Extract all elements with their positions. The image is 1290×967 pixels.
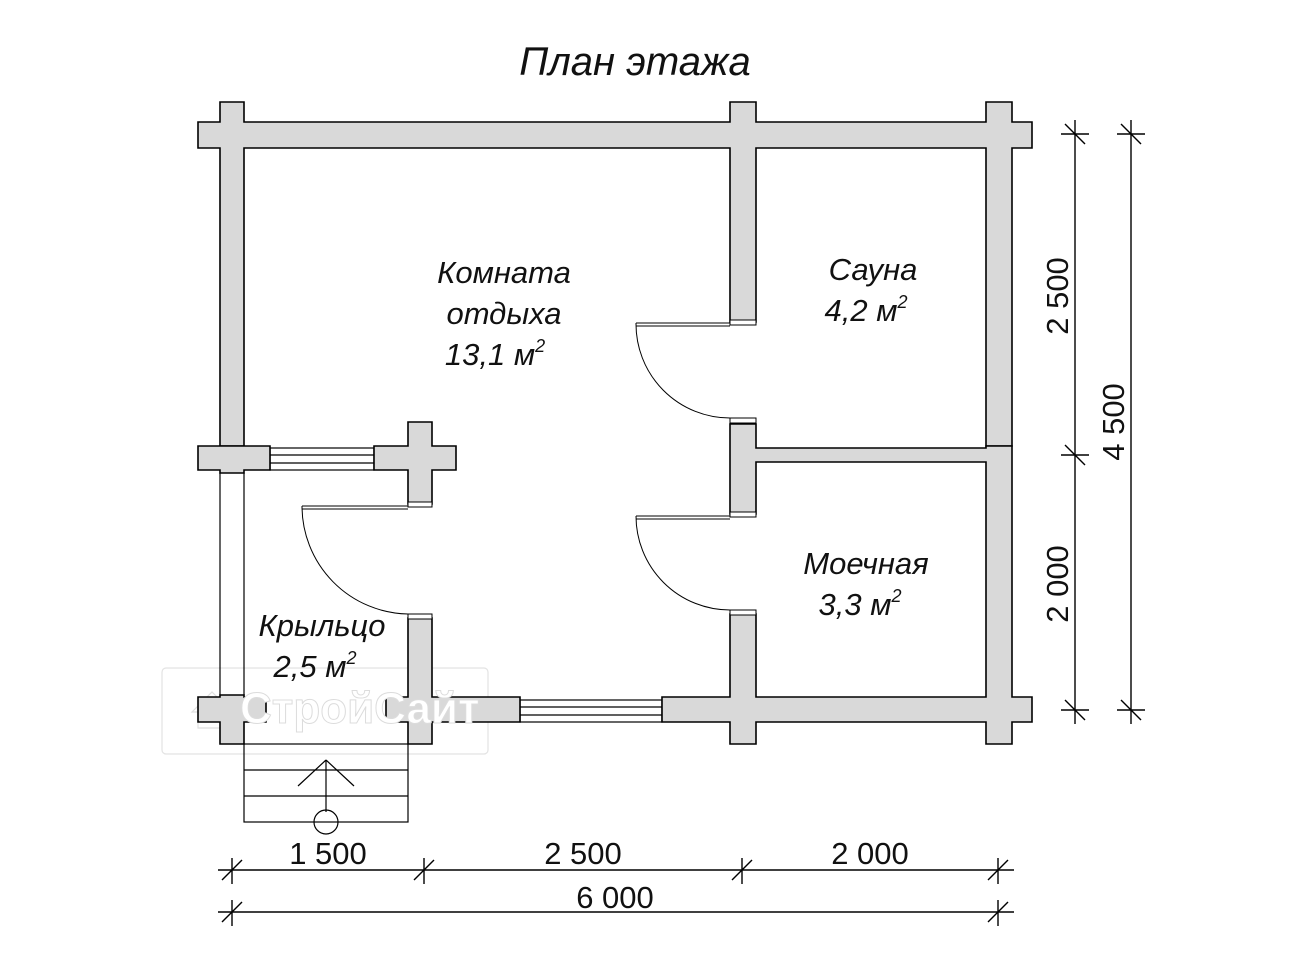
room-label-washroom: Моечная 3,3 м2 bbox=[803, 546, 928, 622]
walls bbox=[197, 101, 1033, 745]
rest-room-name-1: Комната bbox=[437, 255, 571, 290]
room-label-porch: Крыльцо 2,5 м2 bbox=[258, 608, 385, 684]
rest-room-area-sup: 2 bbox=[534, 336, 545, 356]
bottom-dimensions: 1 500 2 500 2 000 6 000 bbox=[218, 836, 1014, 926]
door-porch bbox=[301, 501, 433, 620]
plan-title: План этажа bbox=[519, 40, 750, 84]
right-dimensions: 2 500 2 000 4 500 bbox=[1040, 120, 1145, 724]
watermark-text: СтройСайт bbox=[240, 684, 480, 733]
entrance-marker bbox=[313, 809, 339, 835]
svg-text:2,5 м2: 2,5 м2 bbox=[273, 648, 357, 684]
porch-area: 2,5 м bbox=[273, 649, 347, 684]
washroom-name: Моечная bbox=[803, 546, 928, 581]
dim-bottom-3: 2 000 bbox=[831, 836, 909, 871]
svg-text:3,3 м2: 3,3 м2 bbox=[819, 586, 902, 622]
rest-room-name-2: отдыха bbox=[446, 296, 561, 331]
porch-column bbox=[373, 421, 457, 505]
dim-right-2: 2 000 bbox=[1040, 545, 1075, 623]
porch-name: Крыльцо bbox=[258, 608, 385, 643]
rest-room-area: 13,1 м bbox=[445, 337, 535, 372]
dim-right-total: 4 500 bbox=[1096, 383, 1131, 461]
entrance-steps bbox=[243, 743, 409, 835]
door-washroom bbox=[635, 511, 757, 616]
washroom-area: 3,3 м bbox=[819, 587, 892, 622]
dim-right-1: 2 500 bbox=[1040, 257, 1075, 335]
window-porch-top bbox=[269, 447, 375, 471]
svg-text:13,1 м2: 13,1 м2 bbox=[445, 336, 545, 372]
dim-bottom-2: 2 500 bbox=[544, 836, 622, 871]
porch-bottom-right-wall bbox=[385, 617, 521, 745]
svg-text:4,2 м2: 4,2 м2 bbox=[825, 292, 908, 328]
porch-outline bbox=[219, 473, 245, 695]
middle-partition bbox=[661, 423, 1033, 745]
window-bottom bbox=[519, 699, 663, 723]
room-label-rest: Комната отдыха 13,1 м2 bbox=[437, 255, 571, 372]
porch-area-sup: 2 bbox=[345, 648, 356, 668]
dim-bottom-1: 1 500 bbox=[289, 836, 367, 871]
sauna-name: Сауна bbox=[829, 252, 918, 287]
left-wall-cross bbox=[197, 445, 271, 474]
room-label-sauna: Сауна 4,2 м2 bbox=[825, 252, 918, 328]
dim-bottom-total: 6 000 bbox=[576, 880, 654, 915]
sauna-area-sup: 2 bbox=[896, 292, 907, 312]
sauna-area: 4,2 м bbox=[825, 293, 898, 328]
washroom-area-sup: 2 bbox=[890, 586, 901, 606]
door-sauna bbox=[635, 319, 757, 424]
